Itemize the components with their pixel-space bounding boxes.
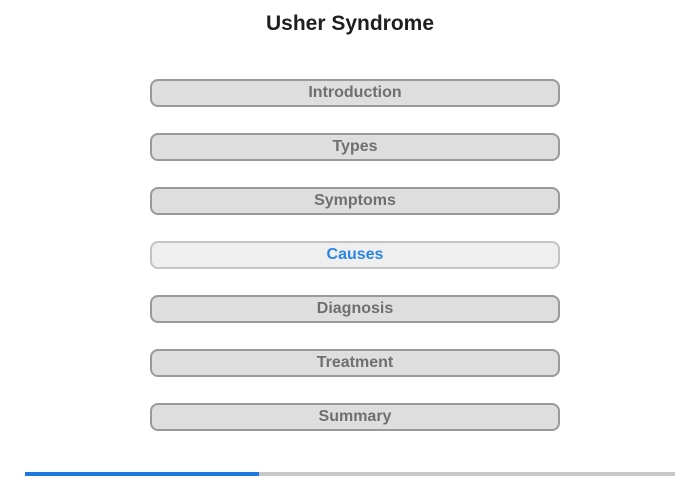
nav-button-diagnosis[interactable]: Diagnosis (150, 295, 560, 323)
progress-bar (25, 472, 675, 476)
nav-button-treatment[interactable]: Treatment (150, 349, 560, 377)
nav-button-introduction[interactable]: Introduction (150, 79, 560, 107)
nav-button-types[interactable]: Types (150, 133, 560, 161)
progress-bar-fill (25, 472, 259, 476)
nav-button-symptoms[interactable]: Symptoms (150, 187, 560, 215)
section-nav: Introduction Types Symptoms Causes Diagn… (150, 79, 560, 457)
page-title: Usher Syndrome (265, 12, 435, 35)
nav-button-summary[interactable]: Summary (150, 403, 560, 431)
nav-button-causes[interactable]: Causes (150, 241, 560, 269)
